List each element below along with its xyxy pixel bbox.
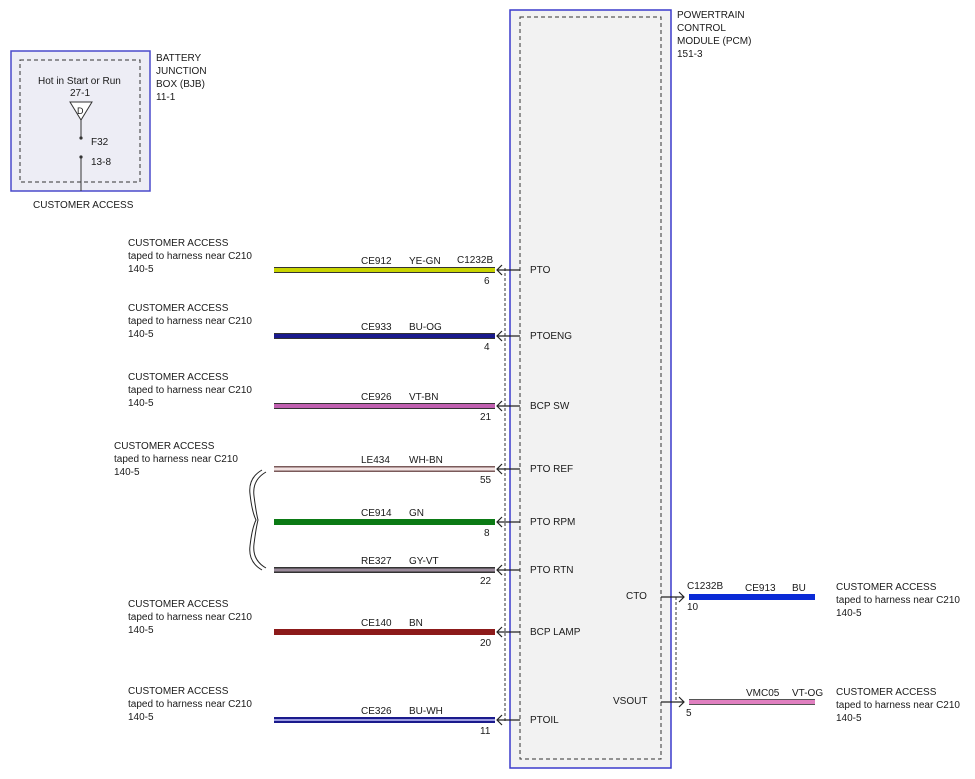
pcm-signal: VSOUT xyxy=(613,696,648,707)
circuit-id: CE140 xyxy=(361,618,392,629)
fuse-terminal-dot xyxy=(79,136,83,140)
connector-arrow-icon xyxy=(678,696,685,708)
bjb-access[interactable]: CUSTOMER ACCESS xyxy=(33,200,134,211)
fuse-symbol-label: D xyxy=(77,106,84,116)
shared-access-bracket xyxy=(249,469,267,571)
wire-color-code: VT-OG xyxy=(792,688,824,699)
access-label[interactable]: CUSTOMER ACCESS taped to harness near C2… xyxy=(836,582,960,619)
wire-color-code: VT-BN xyxy=(409,392,439,403)
pcm-connector-left: C1232B xyxy=(457,255,494,266)
access-label[interactable]: CUSTOMER ACCESS taped to harness near C2… xyxy=(836,687,960,724)
pcm-signal: PTO xyxy=(530,265,551,276)
pin-number: 6 xyxy=(484,276,490,287)
pin-number: 21 xyxy=(480,412,492,423)
wire-color-code: BU-OG xyxy=(409,322,442,333)
pcm-signal: PTO REF xyxy=(530,464,574,475)
pcm-inner-box xyxy=(519,16,662,760)
circuit-id: CE912 xyxy=(361,256,392,267)
pcm-signal: PTO RPM xyxy=(530,517,576,528)
pin-number: 5 xyxy=(686,708,692,719)
right-connector-pins xyxy=(661,591,685,708)
wire-color-code: YE-GN xyxy=(409,256,441,267)
circuit-id: CE913 xyxy=(745,583,776,594)
bjb-inner-box xyxy=(19,59,141,183)
pcm-title: POWERTRAIN CONTROL MODULE (PCM) 151-3 xyxy=(677,10,752,60)
pcm-signal: CTO xyxy=(626,591,647,602)
pcm-signal: BCP SW xyxy=(530,401,570,412)
wire-color-code: GN xyxy=(409,508,424,519)
pin-number: 22 xyxy=(480,576,492,587)
bjb-hot-label: Hot in Start or Run xyxy=(38,76,121,87)
access-label[interactable]: CUSTOMER ACCESS taped to harness near C2… xyxy=(128,238,252,275)
circuit-id: VMC05 xyxy=(746,688,780,699)
pcm-signal: PTOIL xyxy=(530,715,559,726)
wire-color-code: WH-BN xyxy=(409,455,443,466)
connector-arrow-icon xyxy=(678,591,685,603)
bjb-pin: 13-8 xyxy=(91,157,112,168)
bjb-title: BATTERY JUNCTION BOX (BJB) 11-1 xyxy=(156,53,207,103)
wire-color-code: BU xyxy=(792,583,806,594)
circuit-id: CE926 xyxy=(361,392,392,403)
access-label[interactable]: CUSTOMER ACCESS taped to harness near C2… xyxy=(128,599,252,636)
access-label[interactable]: CUSTOMER ACCESS taped to harness near C2… xyxy=(114,441,238,478)
access-label[interactable]: CUSTOMER ACCESS taped to harness near C2… xyxy=(128,372,252,409)
circuit-id: CE326 xyxy=(361,706,392,717)
bjb-circuit: 27-1 xyxy=(70,88,91,99)
access-label[interactable]: CUSTOMER ACCESS taped to harness near C2… xyxy=(128,686,252,723)
pcm-signal: PTO RTN xyxy=(530,565,574,576)
wire-color-code: BU-WH xyxy=(409,706,443,717)
pin-number: 10 xyxy=(687,602,699,613)
left-connector-pins xyxy=(496,264,520,726)
pcm-signal: PTOENG xyxy=(530,331,573,342)
wire-color-code: BN xyxy=(409,618,423,629)
pin-number: 55 xyxy=(480,475,492,486)
pin-number: 8 xyxy=(484,528,490,539)
circuit-id: CE914 xyxy=(361,508,392,519)
bjb-fuse: F32 xyxy=(91,137,109,148)
circuit-id: RE327 xyxy=(361,556,392,567)
pin-number: 11 xyxy=(480,726,491,737)
wire-color-code: GY-VT xyxy=(409,556,439,567)
circuit-id: LE434 xyxy=(361,455,390,466)
pcm-box xyxy=(509,9,672,769)
access-label[interactable]: CUSTOMER ACCESS taped to harness near C2… xyxy=(128,303,252,340)
pcm-signal: BCP LAMP xyxy=(530,627,581,638)
pin-number: 4 xyxy=(484,342,490,353)
pin-number: 20 xyxy=(480,638,492,649)
pcm-connector-right: C1232B xyxy=(687,581,724,592)
circuit-id: CE933 xyxy=(361,322,392,333)
fuse-triangle-icon xyxy=(69,101,93,121)
